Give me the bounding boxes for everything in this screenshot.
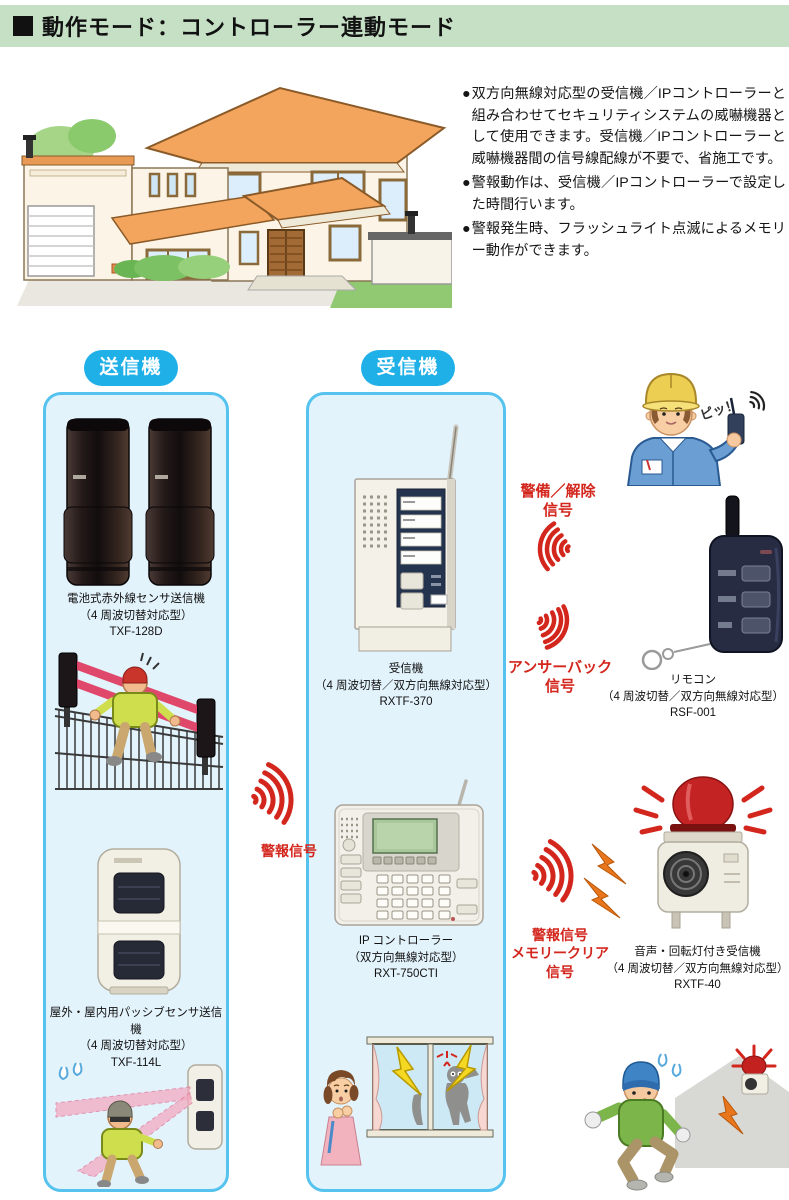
answer-back-signal-label: アンサーバック 信号: [507, 659, 613, 696]
product-type: （4 周波切替対応型）: [79, 1040, 193, 1053]
alarm-receiver-rxtf40-photo: [633, 776, 773, 929]
product-name: IP コントローラー: [358, 935, 454, 947]
intro-bullet: ● 警報発生時、フラッシュライト点滅によるメモリー動作ができます。: [462, 219, 786, 262]
product-name: 音声・回転灯付き受信機: [634, 946, 761, 958]
alarm-memory-clear-signal-label: 警報信号 メモリークリア 信号: [511, 927, 609, 980]
house-illustration: [17, 86, 452, 308]
intro-bullets: ● 双方向無線対応型の受信機／IPコントローラーと組み合わせてセキュリティシステ…: [462, 84, 786, 266]
guard-release-signal-label: 警備／解除 信号: [520, 483, 596, 520]
fence-intruder-illustration: [54, 652, 224, 790]
answer-back-signal-waves: [536, 604, 570, 650]
worker-illustration: ピッ！: [626, 372, 766, 486]
transmitter-pill: 送信機: [84, 350, 178, 386]
bullet-text: 警報発生時、フラッシュライト点滅によるメモリー動作ができます。: [471, 221, 786, 260]
ip-controller-rxt750cti-photo: [334, 779, 484, 926]
product-name: 受信機: [388, 663, 424, 675]
alarm-signal-waves-mid: [251, 762, 294, 825]
intro-bullet: ● 双方向無線対応型の受信機／IPコントローラーと組み合わせてセキュリティシステ…: [462, 84, 786, 170]
product-model: RXTF-40: [674, 979, 721, 992]
remote-rsf001-photo: [641, 495, 783, 670]
product-type: （4 周波切替／双方向無線対応型）: [314, 679, 498, 692]
section-header: 動作モード：コントローラー連動モード: [0, 5, 789, 47]
bullet-marker: ●: [462, 175, 471, 192]
fleeing-intruder-illustration: [584, 1044, 789, 1191]
product-name: リモコン: [670, 674, 716, 686]
product-type: （双方向無線対応型）: [348, 951, 464, 964]
product-label-rsf001: リモコン （4 周波切替／双方向無線対応型） RSF-001: [600, 672, 786, 722]
product-model: RXT-750CTI: [374, 968, 438, 981]
bullet-marker: ●: [462, 86, 471, 102]
receiver-panel: 受信機 （4 周波切替／双方向無線対応型） RXTF-370: [306, 392, 506, 1192]
product-label-txf128d: 電池式赤外線センサ送信機 （4 周波切替対応型） TXF-128D: [46, 591, 226, 641]
bullet-text: 警報動作は、受信機／IPコントローラーで設定した時間行います。: [471, 175, 786, 213]
ir-beam-sensors-photo: [63, 418, 215, 586]
product-label-rxt750cti: IP コントローラー （双方向無線対応型） RXT-750CTI: [309, 933, 503, 983]
product-name: 屋外・屋内用パッシブセンサ送信機: [49, 1007, 223, 1036]
header-square-icon: [13, 16, 33, 36]
product-type: （4 周波切替／双方向無線対応型）: [606, 962, 789, 975]
product-type: （4 周波切替対応型）: [79, 609, 193, 622]
passive-sensor-photo: [97, 848, 181, 995]
intro-bullet: ● 警報動作は、受信機／IPコントローラーで設定した時間行います。: [462, 173, 786, 216]
passive-sensor-detection-illustration: [55, 1062, 223, 1187]
product-label-rxtf370: 受信機 （4 周波切替／双方向無線対応型） RXTF-370: [309, 661, 503, 711]
alarm-signal-label-mid: 警報信号: [261, 843, 317, 859]
page-title: 動作モード：コントローラー連動モード: [42, 15, 457, 40]
product-model: RSF-001: [669, 707, 717, 720]
transmitter-panel: 電池式赤外線センサ送信機 （4 周波切替対応型） TXF-128D: [43, 392, 229, 1192]
product-model: RXTF-370: [379, 696, 433, 709]
product-label-txf114l: 屋外・屋内用パッシブセンサ送信機 （4 周波切替対応型） TXF-114L: [46, 1005, 226, 1072]
receiver-rxtf370-photo: [354, 424, 459, 652]
product-label-rxtf40: 音声・回転灯付き受信機 （4 周波切替／双方向無線対応型） RXTF-40: [606, 944, 789, 994]
guard-release-signal-waves: [537, 521, 571, 572]
product-name: 電池式赤外線センサ送信機: [67, 593, 205, 605]
product-model: TXF-114L: [110, 1057, 162, 1070]
bullet-marker: ●: [462, 221, 471, 238]
bullet-text: 双方向無線対応型の受信機／IPコントローラーと組み合わせてセキュリティシステムの…: [471, 86, 786, 167]
alarm-memory-clear-signal-waves: [531, 839, 627, 919]
product-model: TXF-128D: [109, 626, 163, 639]
product-type: （4 周波切替／双方向無線対応型）: [601, 690, 785, 703]
alarmed-resident-window-illustration: [320, 1036, 494, 1166]
receiver-pill: 受信機: [361, 350, 455, 386]
